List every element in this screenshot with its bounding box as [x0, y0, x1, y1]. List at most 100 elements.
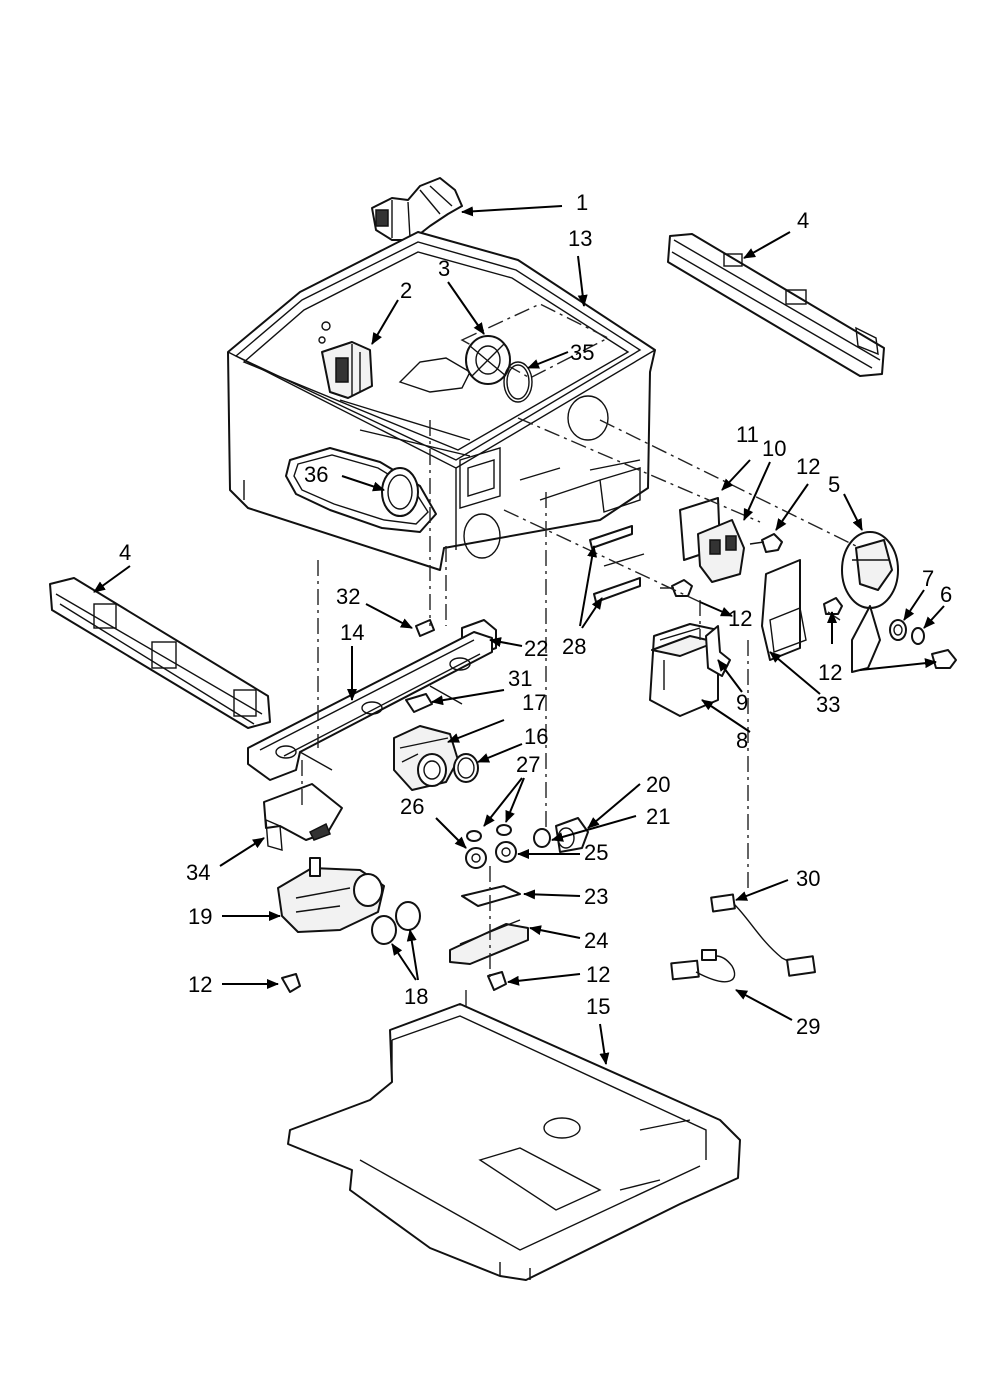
leader-34 — [219, 837, 265, 867]
part-7-nut — [889, 619, 907, 641]
part-29-harness — [670, 949, 736, 983]
leader-8 — [701, 699, 751, 733]
callout-27: 27 — [516, 752, 540, 777]
leader-35 — [527, 351, 569, 369]
leader-16 — [477, 743, 523, 763]
callout-29: 29 — [796, 1014, 820, 1039]
leader-11 — [721, 459, 751, 491]
leader-22 — [489, 637, 523, 647]
leader-27-a — [483, 777, 523, 827]
part-16-clamp — [453, 753, 479, 783]
leader-2 — [371, 299, 399, 345]
part-19-valve — [277, 857, 385, 933]
leader-36 — [341, 475, 385, 492]
leader-lines — [93, 205, 945, 1065]
leader-4-left — [93, 565, 131, 593]
part-15-base — [287, 1003, 741, 1281]
part-9-flap — [705, 625, 731, 677]
callout-30: 30 — [796, 866, 820, 891]
part-34-bracket — [263, 783, 343, 851]
callout-32: 32 — [336, 584, 360, 609]
callout-5: 5 — [828, 472, 840, 497]
leader-18-a — [391, 943, 417, 981]
callout-1: 1 — [576, 190, 588, 215]
part-2-vent — [321, 341, 373, 399]
leader-33 — [769, 651, 821, 695]
leader-10 — [743, 461, 771, 521]
callout-25: 25 — [584, 840, 608, 865]
leader-12-b-arrow — [699, 601, 733, 617]
part-26-nut — [465, 847, 487, 869]
leader-17 — [447, 719, 505, 743]
callout-31: 31 — [508, 666, 532, 691]
part-5-motor — [841, 531, 899, 673]
callout-4-left: 4 — [119, 540, 131, 565]
leader-7 — [903, 589, 925, 621]
leader-3 — [447, 281, 485, 335]
callout-3: 3 — [438, 256, 450, 281]
centerlines — [301, 417, 861, 1010]
callout-12-c: 12 — [818, 660, 842, 685]
leader-30 — [735, 879, 789, 901]
part-36-gasket — [285, 447, 437, 533]
callout-16: 16 — [524, 724, 548, 749]
callout-labels: 1 2 3 4 4 5 6 7 8 9 10 11 12 12 12 12 12… — [119, 190, 952, 1039]
leader-20 — [587, 783, 641, 829]
leader-9 — [717, 659, 743, 693]
callout-33: 33 — [816, 692, 840, 717]
callout-35: 35 — [570, 340, 594, 365]
leader-28-b — [581, 597, 603, 629]
callout-7: 7 — [922, 566, 934, 591]
leader-24 — [529, 925, 581, 939]
leader-18-b — [406, 929, 419, 981]
part-18-clamps — [371, 901, 421, 945]
part-4-right-rail — [667, 233, 885, 377]
part-6-washer — [911, 627, 925, 645]
leader-15 — [599, 1023, 610, 1065]
part-12-screw-a — [749, 533, 783, 553]
part-4-left-rail — [49, 577, 271, 729]
leader-27-b — [505, 777, 525, 823]
callout-8: 8 — [736, 728, 748, 753]
part-25-nut — [495, 841, 517, 863]
part-11-bracket — [679, 497, 745, 583]
part-12-screw-f — [487, 971, 507, 991]
leader-13 — [577, 255, 588, 307]
callout-12-b: 12 — [728, 606, 752, 631]
leader-12-d — [859, 658, 937, 671]
callout-17: 17 — [522, 690, 546, 715]
leader-1 — [461, 205, 563, 217]
leader-12-a — [775, 483, 809, 531]
part-12-screw-c — [823, 597, 843, 615]
callout-18: 18 — [404, 984, 428, 1009]
part-21-oring — [533, 828, 551, 848]
part-1-hinge-bracket — [371, 177, 463, 241]
callout-22: 22 — [524, 636, 548, 661]
callout-20: 20 — [646, 772, 670, 797]
leader-5 — [843, 493, 863, 531]
callout-28: 28 — [562, 634, 586, 659]
callout-21: 21 — [646, 804, 670, 829]
part-17-pump — [393, 725, 459, 791]
part-27-washers — [466, 824, 512, 842]
callout-24: 24 — [584, 928, 608, 953]
callout-26: 26 — [400, 794, 424, 819]
callout-4-right: 4 — [797, 208, 809, 233]
callout-13: 13 — [568, 226, 592, 251]
leader-6 — [923, 605, 945, 629]
leader-12-f — [507, 973, 581, 986]
part-30-harness — [710, 893, 816, 977]
callout-2: 2 — [400, 278, 412, 303]
leader-31 — [431, 689, 505, 706]
callout-11: 11 — [736, 422, 759, 447]
callout-9: 9 — [736, 690, 748, 715]
part-12-screw-b — [660, 579, 693, 597]
leader-28-a — [579, 545, 598, 627]
part-23-plate — [461, 885, 521, 907]
callout-12-a: 12 — [796, 454, 820, 479]
leader-21 — [551, 815, 637, 842]
callout-14: 14 — [340, 620, 364, 645]
part-31-plate — [405, 693, 433, 713]
